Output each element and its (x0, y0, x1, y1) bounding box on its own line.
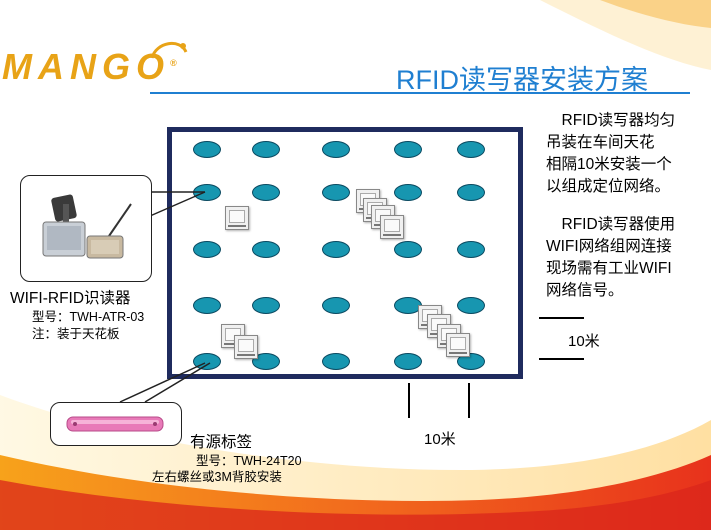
description-para-2: RFID读写器使用 WIFI网络组网连接 现场需有工业WIFI 网络信号。 (546, 214, 675, 302)
dimension-tick (408, 383, 410, 418)
description-line: RFID读写器使用 (546, 216, 676, 233)
rfid-reader-node-icon (252, 297, 280, 314)
dimension-tick (468, 383, 470, 418)
rfid-reader-node-icon (394, 241, 422, 258)
reader-callout (20, 175, 152, 282)
reader-product-name: WIFI-RFID识读器 (10, 290, 131, 307)
description-line: 相隔10米安装一个 (546, 156, 672, 173)
active-tag-icon (225, 206, 249, 230)
description-line: 吊装在车间天花 (546, 134, 655, 151)
reader-product-note: 注：装于天花板 (32, 327, 120, 341)
active-tag-icon (380, 215, 404, 239)
registered-mark: ® (170, 58, 177, 68)
workshop-floor-plan (167, 127, 523, 379)
tag-product-name: 有源标签 (190, 434, 253, 451)
rfid-reader-node-icon (457, 241, 485, 258)
rfid-reader-node-icon (457, 297, 485, 314)
active-tag-icon (234, 335, 258, 359)
dimension-tick (539, 317, 584, 319)
reader-product-model: 型号：TWH-ATR-03 (32, 310, 145, 324)
active-tag-device-icon (66, 416, 164, 432)
rfid-reader-node-icon (457, 353, 485, 370)
description-line: RFID读写器均匀 (546, 112, 676, 129)
rfid-reader-node-icon (252, 353, 280, 370)
rfid-reader-node-icon (322, 184, 350, 201)
rfid-reader-node-icon (193, 297, 221, 314)
rfid-reader-node-icon (322, 353, 350, 370)
description-line: 以组成定位网络。 (546, 178, 671, 195)
tag-callout (50, 402, 182, 446)
rfid-reader-node-icon (322, 141, 350, 158)
description-line: WIFI网络组网连接 (546, 238, 672, 255)
rfid-reader-node-icon (394, 184, 422, 201)
logo-text: MANGO (2, 46, 170, 87)
description-para-1: RFID读写器均匀 吊装在车间天花 相隔10米安装一个 以组成定位网络。 (546, 110, 675, 198)
rfid-reader-node-icon (457, 141, 485, 158)
description-line: 现场需有工业WIFI (546, 260, 672, 277)
title-underline (150, 92, 690, 94)
rfid-reader-node-icon (394, 353, 422, 370)
page-title: RFID读写器安装方案 (396, 65, 648, 95)
description-line: 网络信号。 (546, 282, 624, 299)
logo-swoosh-icon (150, 42, 188, 59)
tag-product-model: 型号：TWH-24T20 (196, 454, 302, 468)
dimension-tick (539, 358, 584, 360)
rfid-reader-node-icon (394, 141, 422, 158)
rfid-reader-node-icon (193, 141, 221, 158)
active-tag-icon (446, 333, 470, 357)
rfid-reader-node-icon (457, 184, 485, 201)
tag-product-note: 左右螺丝或3M背胶安装 (152, 470, 282, 484)
rfid-reader-node-icon (252, 184, 280, 201)
horizontal-dimension-label: 10米 (424, 431, 456, 448)
rfid-reader-device-icon (42, 194, 132, 259)
vertical-dimension-label: 10米 (568, 333, 600, 350)
rfid-reader-node-icon (252, 241, 280, 258)
rfid-reader-node-icon (322, 241, 350, 258)
rfid-reader-node-icon (252, 141, 280, 158)
rfid-reader-node-icon (193, 241, 221, 258)
logo: MANGO® (2, 46, 177, 88)
rfid-reader-node-icon (322, 297, 350, 314)
